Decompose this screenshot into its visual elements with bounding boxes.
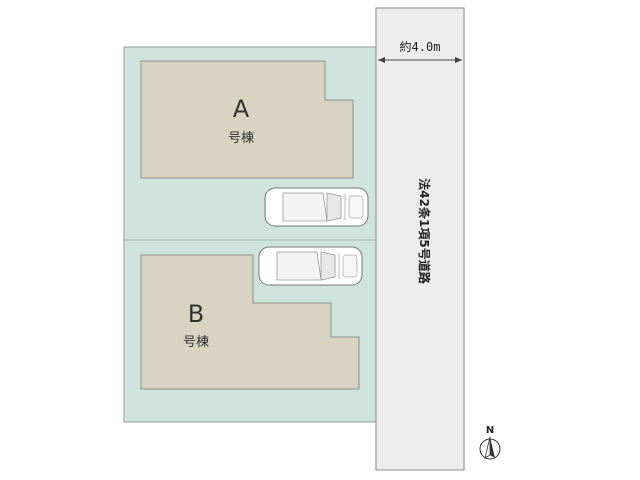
lot-b-letter: B: [188, 300, 204, 328]
lot-a-letter: A: [233, 95, 250, 123]
road-width-label: 約4.0m: [400, 39, 441, 54]
building-b: [140, 254, 360, 390]
building-a: [140, 60, 354, 179]
road-width-dimension: [378, 57, 462, 63]
road: [375, 7, 465, 471]
north-label: N: [486, 425, 494, 436]
car-icon: [264, 187, 369, 227]
lot-a-suffix: 号棟: [228, 131, 254, 146]
lot-b-suffix: 号棟: [183, 335, 209, 350]
north-arrow-icon: [479, 436, 501, 460]
road-label: 法42条1項5号道路: [417, 178, 432, 284]
car-icon: [258, 246, 363, 286]
